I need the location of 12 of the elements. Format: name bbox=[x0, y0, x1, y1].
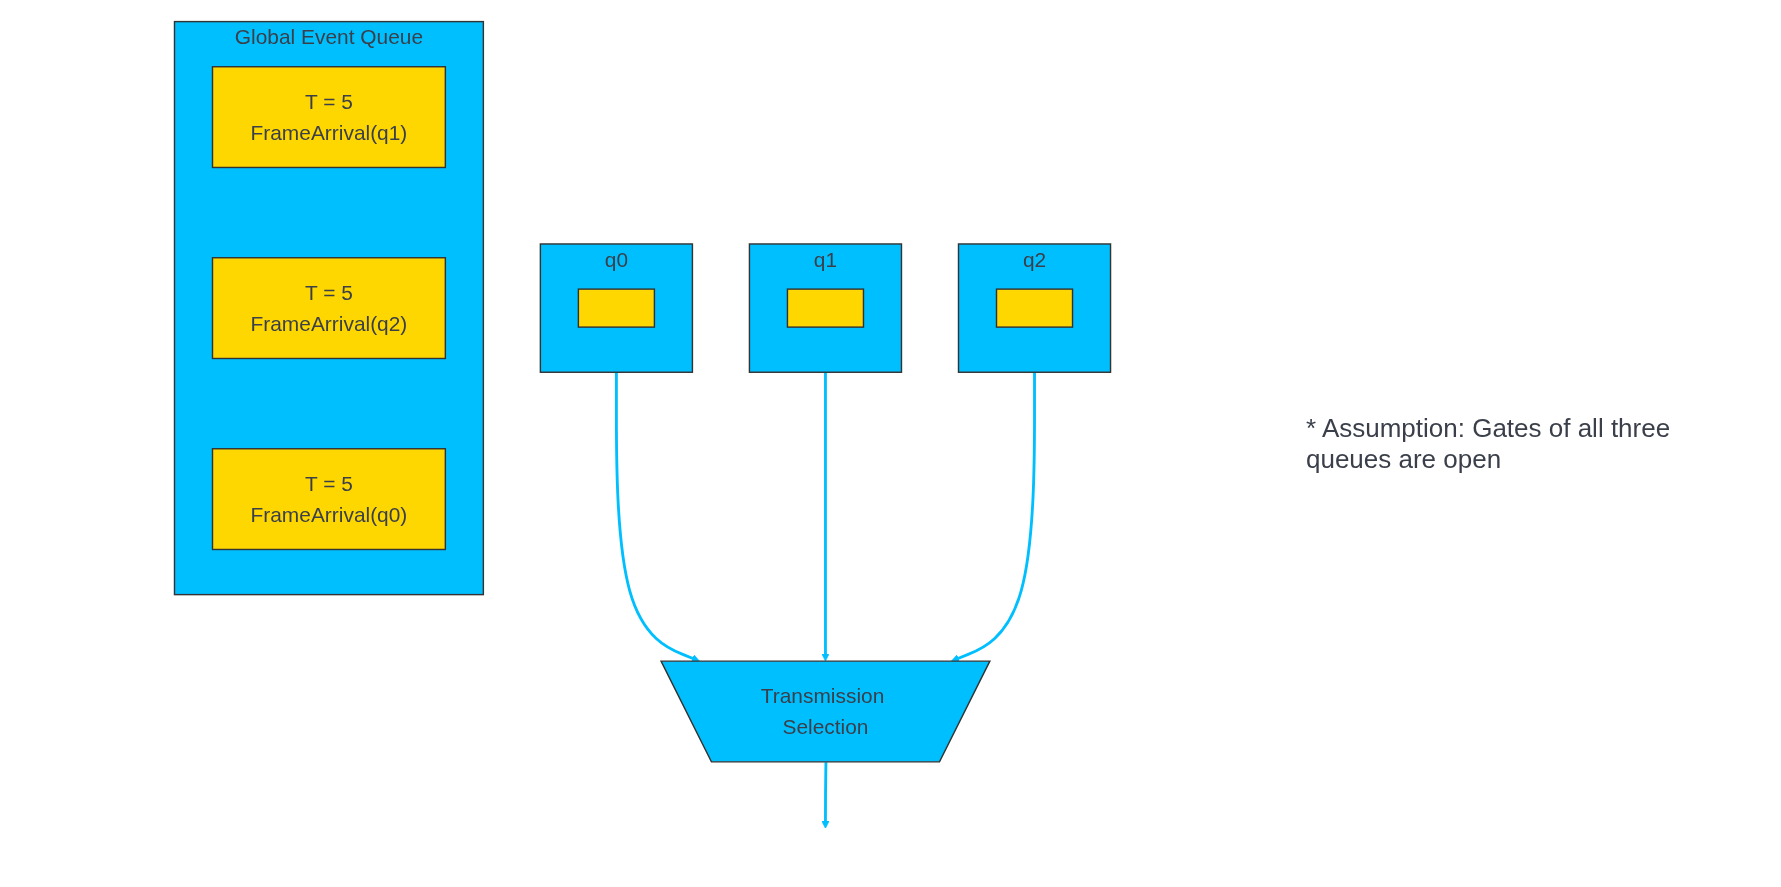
node-box bbox=[578, 287, 656, 328]
node-box: T = 5 FrameArrival(q2) bbox=[212, 256, 447, 359]
node-box: T = 5 FrameArrival(q0) bbox=[212, 447, 447, 550]
cluster: q2 bbox=[958, 242, 1112, 373]
arrow bbox=[821, 761, 831, 829]
node-box bbox=[787, 287, 865, 328]
note-text: * Assumption: Gates of all three queues are open bbox=[1305, 412, 1672, 475]
cluster: q0 bbox=[540, 242, 694, 373]
node-box: T = 5 FrameArrival(q1) bbox=[212, 65, 447, 168]
arrow bbox=[821, 371, 831, 661]
cluster: q1 bbox=[749, 242, 903, 373]
node-box bbox=[996, 287, 1074, 328]
